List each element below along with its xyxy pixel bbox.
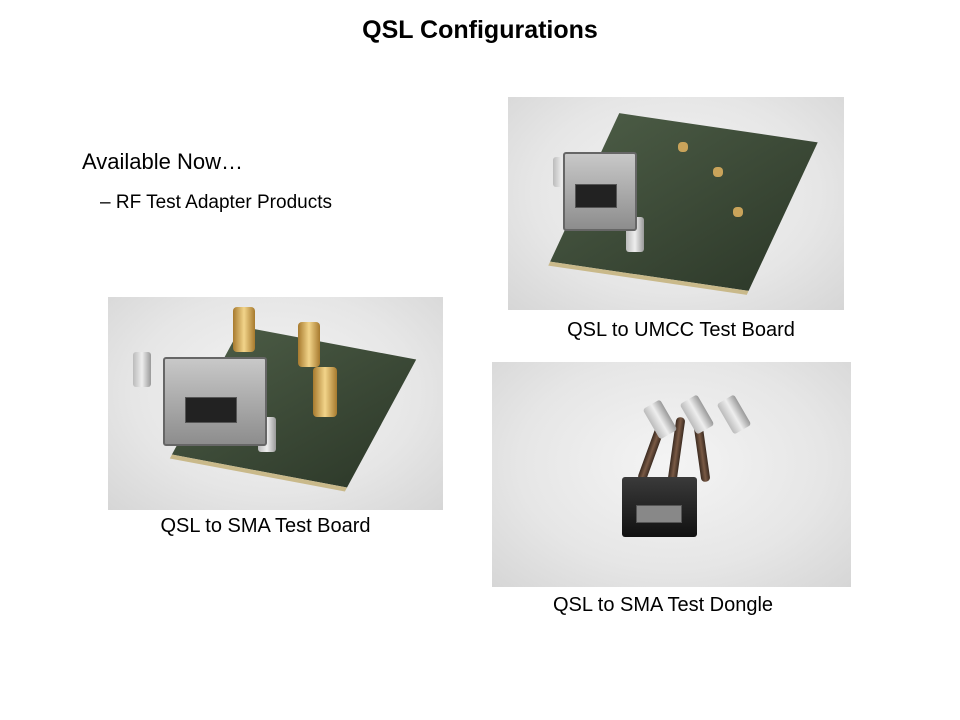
sma-plug: [642, 399, 678, 440]
mounting-tab: [133, 352, 151, 387]
umcc-connector: [733, 207, 743, 217]
sma-plug: [679, 394, 715, 435]
slide-title: QSL Configurations: [362, 16, 598, 44]
qsl-plug: [622, 477, 697, 537]
caption-sma-test-board: QSL to SMA Test Board: [160, 515, 371, 537]
sma-connector: [233, 307, 255, 352]
sma-connector: [298, 322, 320, 367]
sma-connector: [313, 367, 337, 417]
qsl-connector: [163, 357, 267, 446]
umcc-connector: [678, 142, 688, 152]
caption-umcc-test-board: QSL to UMCC Test Board: [567, 319, 795, 341]
sma-test-board-photo: [108, 297, 443, 510]
sma-plug: [716, 394, 752, 435]
caption-sma-test-dongle: QSL to SMA Test Dongle: [552, 594, 774, 616]
umcc-test-board-photo: [508, 97, 844, 310]
sma-test-dongle-photo: [492, 362, 851, 587]
umcc-connector: [713, 167, 723, 177]
bullet-level1: Available Now…: [82, 149, 244, 174]
qsl-connector: [563, 152, 637, 231]
bullet-level2: – RF Test Adapter Products: [100, 192, 332, 213]
